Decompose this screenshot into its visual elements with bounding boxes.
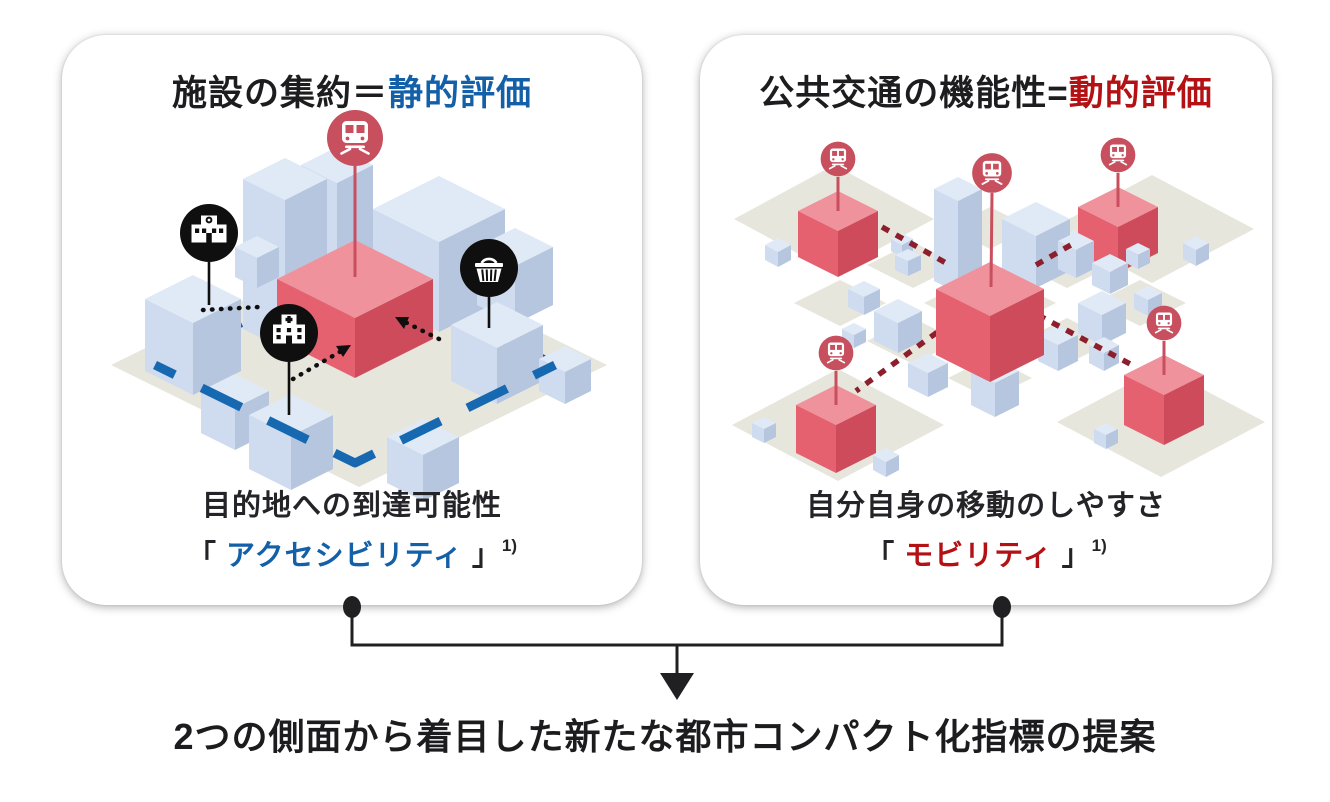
train-icon	[325, 108, 385, 168]
school-icon	[180, 204, 238, 262]
right-caption: 自分自身の移動のしやすさ 「 モビリティ 」1)	[700, 487, 1272, 576]
left-caption-line1: 目的地への到達可能性	[201, 490, 502, 522]
train-icon	[1099, 136, 1137, 174]
connector-dot-right	[993, 596, 1011, 618]
left-title-accent: 静的評価	[388, 74, 533, 113]
right-title-text: 公共交通の機能性=	[759, 74, 1069, 113]
right-caption-line1: 自分自身の移動のしやすさ	[806, 490, 1166, 522]
central-red-building	[936, 262, 1044, 382]
boundary-dashed-front	[153, 360, 557, 468]
right-panel-title: 公共交通の機能性=動的評価	[700, 65, 1272, 116]
train-icon	[819, 140, 857, 178]
train-icon	[971, 152, 1013, 194]
right-caption-keyword: モビリティ	[904, 540, 1053, 572]
right-title-accent: 動的評価	[1068, 74, 1213, 113]
transit-links	[854, 224, 1134, 394]
quote-close: 」	[462, 540, 502, 572]
access-arrows	[200, 304, 442, 382]
merge-connector	[343, 596, 1011, 700]
quote-open: 「	[186, 540, 227, 572]
down-arrow	[660, 673, 694, 700]
train-icon	[1145, 304, 1183, 342]
left-panel-title: 施設の集約＝静的評価	[62, 65, 642, 116]
station-pins	[817, 136, 1183, 405]
right-panel: 公共交通の機能性=動的評価	[700, 35, 1272, 605]
static-evaluation-illustration	[111, 108, 607, 501]
connector-dot-left	[343, 596, 361, 618]
left-caption-line2: 「 アクセシビリティ 」1)	[62, 526, 642, 576]
city-buildings	[145, 147, 591, 501]
facility-pins	[180, 108, 520, 415]
train-icon	[817, 334, 855, 372]
left-caption: 目的地への到達可能性 「 アクセシビリティ 」1)	[62, 487, 642, 576]
conclusion-text: 2つの側面から着目した新たな都市コンパクト化指標の提案	[173, 716, 1157, 757]
left-title-text: 施設の集約＝	[171, 74, 388, 113]
footnote-ref: 1)	[1091, 536, 1107, 555]
hospital-icon	[260, 304, 318, 362]
quote-close: 」	[1052, 540, 1092, 572]
dynamic-evaluation-illustration	[732, 136, 1265, 481]
basket-icon	[458, 237, 520, 299]
left-caption-keyword: アクセシビリティ	[226, 540, 463, 572]
quote-open: 「	[865, 540, 905, 572]
left-panel: 施設の集約＝静的評価	[62, 35, 642, 605]
footnote-ref: 1)	[501, 536, 518, 555]
right-caption-line2: 「 モビリティ 」1)	[700, 526, 1272, 576]
